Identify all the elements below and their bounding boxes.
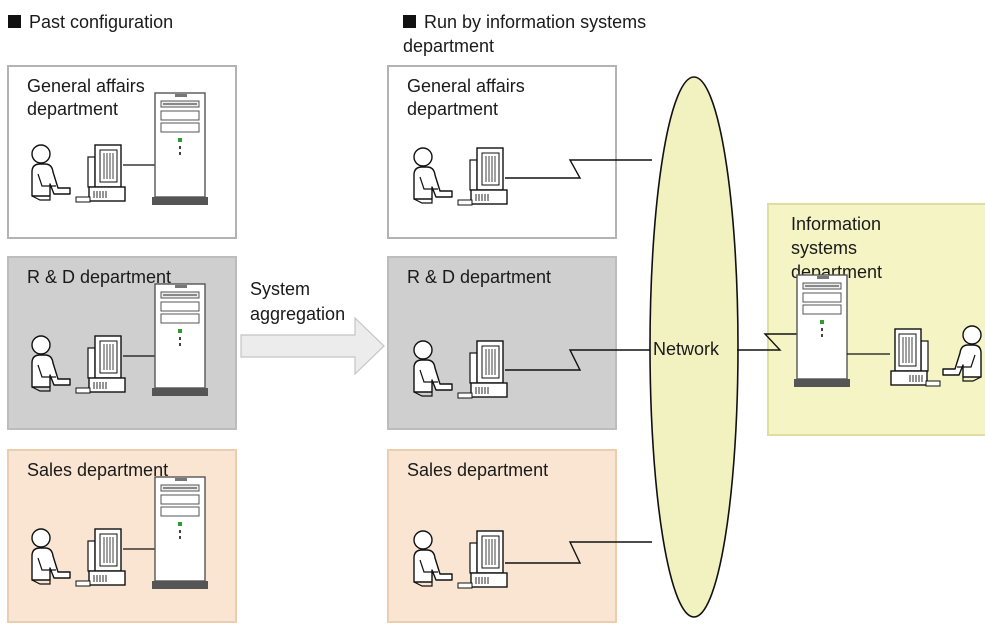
past-sales-user-icon [31,528,71,585]
info-systems-user-icon [942,325,982,382]
run-rd-user-icon [413,340,453,397]
run-rd-link [505,349,650,371]
past-rd-server-icon [151,283,209,397]
run-general-affairs-link [505,159,652,179]
past-general-affairs-server-icon [151,92,209,206]
network-ellipse [649,76,739,618]
run-general-affairs-label: General affairs department [407,76,525,119]
past-sales-server-icon [151,476,209,590]
past-rd-label: R & D department [27,267,172,287]
past-rd-user-icon [31,335,71,392]
heading-bullet [8,15,21,28]
info-systems-pc-icon [890,328,941,387]
run-by-is-title: Run by information systems department [403,12,647,56]
network-label: Network [653,339,720,359]
system-aggregation-label: System aggregation [250,279,346,324]
past-sales-label: Sales department [27,460,169,480]
heading-bullet [403,15,416,28]
past-general-affairs-pc-icon [75,144,126,203]
past-rd-pc-icon [75,335,126,394]
info-systems-link [737,333,800,351]
past-configuration-heading: Past configuration [8,10,329,34]
past-sales-pc-icon [75,528,126,587]
run-sales-label: Sales department [407,460,549,480]
run-by-is-heading: Run by information systems department [403,10,713,58]
info-systems-server-icon [793,274,851,388]
run-sales-user-icon [413,530,453,587]
run-general-affairs-pc-icon [457,147,508,206]
run-sales-link [505,541,652,564]
run-general-affairs-user-icon [413,147,453,204]
run-rd-pc-icon [457,340,508,399]
aggregation-arrow-icon [240,316,385,376]
past-general-affairs-user-icon [31,144,71,201]
run-sales-pc-icon [457,530,508,589]
past-general-affairs-label: General affairs department [27,76,145,119]
run-rd-label: R & D department [407,267,552,287]
past-configuration-title: Past configuration [29,12,174,32]
